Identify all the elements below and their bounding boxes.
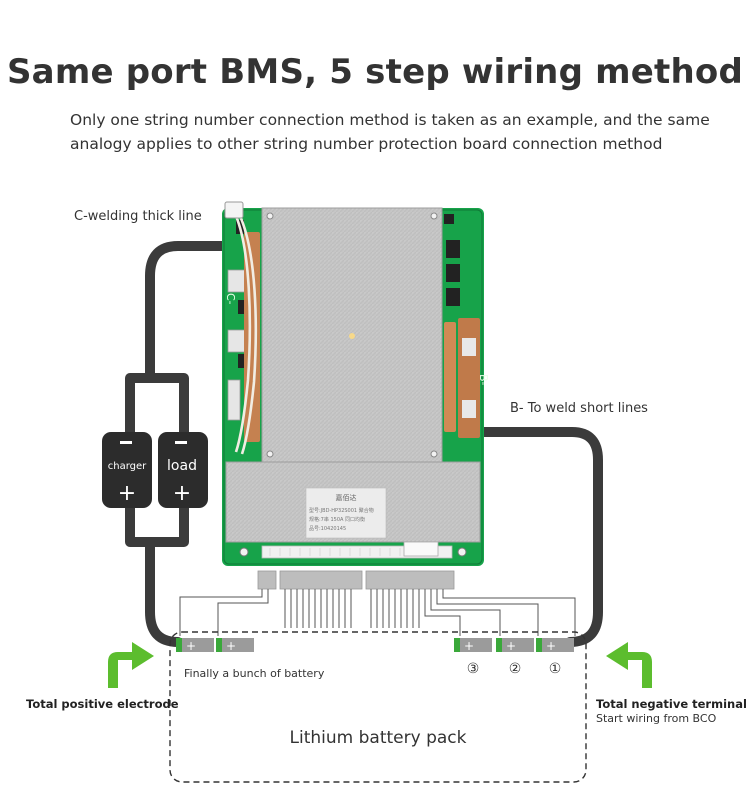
battery-pack-label: Lithium battery pack bbox=[289, 728, 467, 748]
charger-label: charger bbox=[108, 461, 147, 472]
b-weld-label: B- To weld short lines bbox=[510, 401, 648, 416]
svg-text:+: + bbox=[186, 639, 196, 653]
c-wire-top bbox=[145, 241, 233, 383]
svg-text:+: + bbox=[546, 639, 556, 653]
pad-c-label: C- bbox=[224, 293, 237, 305]
balance-wires bbox=[179, 589, 576, 636]
svg-text:+: + bbox=[464, 639, 474, 653]
svg-text:+: + bbox=[226, 639, 236, 653]
start-wiring-label: Start wiring from BCO bbox=[596, 712, 717, 725]
svg-text:嘉佰达: 嘉佰达 bbox=[336, 493, 357, 502]
cell: + bbox=[216, 638, 254, 653]
charger-plus: + bbox=[118, 481, 136, 506]
cell: + bbox=[454, 638, 492, 653]
bms-board: C- B- 嘉佰达 型号:JBD-HP32S001 聚合物 bbox=[222, 207, 490, 566]
subtitle-line-1: Only one string number connection method… bbox=[70, 111, 710, 129]
cell-marker-3: ③ bbox=[467, 661, 480, 677]
cell: + bbox=[536, 638, 574, 653]
sticker-line-2: 规格:7串 150A 同口均衡 bbox=[309, 516, 365, 523]
load-plus: + bbox=[173, 481, 191, 506]
cell-marker-2: ② bbox=[509, 661, 522, 677]
sticker-line-1: 型号:JBD-HP32S001 聚合物 bbox=[309, 507, 374, 514]
terminal-loop-top bbox=[125, 373, 189, 437]
pad-b-label: B- bbox=[477, 374, 490, 386]
positive-arrow-icon bbox=[108, 642, 154, 688]
sticker-line-3: 品号:10420145 bbox=[309, 526, 346, 532]
ntc-wires bbox=[234, 215, 258, 455]
charger-terminal: charger + bbox=[102, 432, 152, 508]
connector-plugs bbox=[257, 570, 455, 590]
c-welding-label: C-welding thick line bbox=[74, 209, 202, 224]
positive-wire bbox=[145, 537, 183, 647]
board-sticker: 嘉佰达 型号:JBD-HP32S001 聚合物 规格:7串 150A 同口均衡 … bbox=[305, 487, 387, 539]
finally-bunch-label: Finally a bunch of battery bbox=[184, 667, 325, 680]
cell: + bbox=[176, 638, 214, 653]
total-negative-label: Total negative terminal bbox=[596, 697, 747, 711]
battery-cells: + + + + + bbox=[176, 638, 574, 653]
subtitle-line-2: analogy applies to other string number p… bbox=[70, 135, 663, 153]
cell-marker-1: ① bbox=[549, 661, 562, 677]
total-positive-label: Total positive electrode bbox=[26, 697, 179, 711]
load-label: load bbox=[167, 458, 197, 474]
terminal-loop-bottom bbox=[125, 501, 189, 547]
cell: + bbox=[496, 638, 534, 653]
page-subtitle: Only one string number connection method… bbox=[70, 108, 710, 156]
svg-text:+: + bbox=[506, 639, 516, 653]
battery-pack-outline bbox=[169, 631, 587, 783]
b-pads bbox=[444, 318, 480, 438]
page-title: Same port BMS, 5 step wiring method bbox=[6, 52, 744, 92]
negative-arrow-icon bbox=[606, 642, 652, 688]
load-terminal: load + bbox=[158, 432, 208, 508]
